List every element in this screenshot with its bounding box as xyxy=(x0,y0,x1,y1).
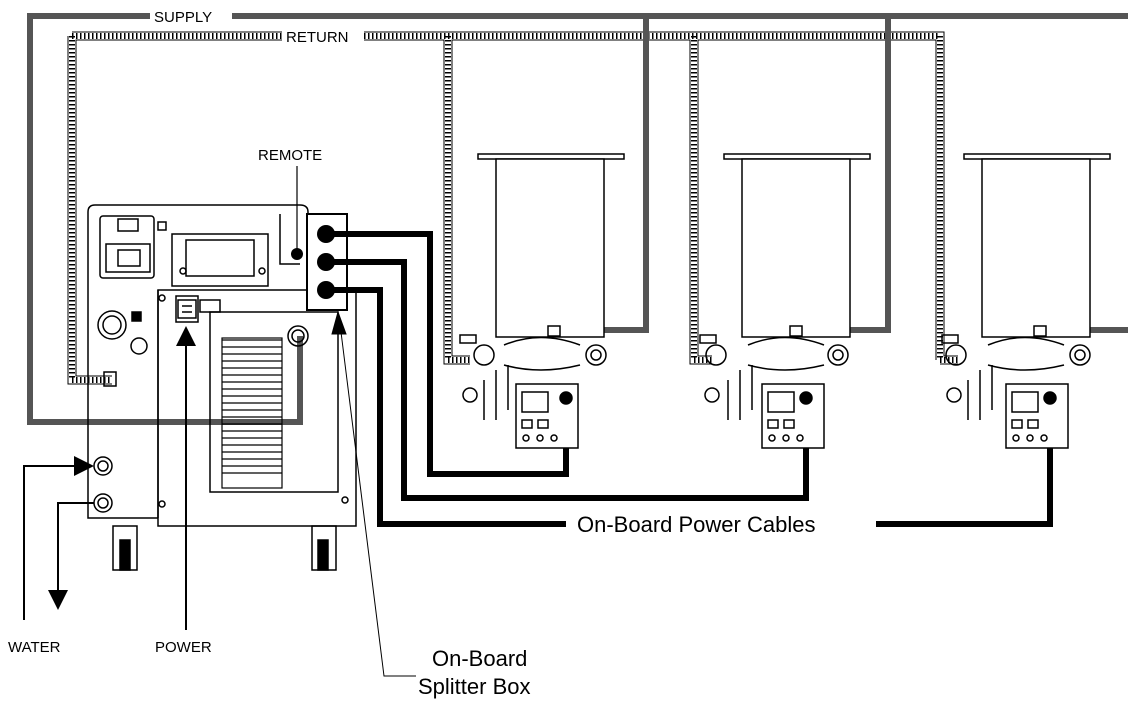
return-line xyxy=(67,31,958,385)
cryopump-3 xyxy=(941,153,1111,449)
splitter-label-line2: Splitter Box xyxy=(418,674,531,699)
power-cables-label: On-Board Power Cables xyxy=(577,512,815,537)
splitter-callout xyxy=(331,310,416,677)
water-label: WATER xyxy=(8,639,61,656)
remote-label: REMOTE xyxy=(258,147,322,164)
return-label: RETURN xyxy=(286,29,349,46)
power-label: POWER xyxy=(155,639,212,656)
cryopump-1 xyxy=(459,153,625,449)
splitter-label-line1: On-Board xyxy=(432,646,527,671)
supply-label: SUPPLY xyxy=(154,9,212,26)
water-lines xyxy=(23,456,94,620)
cryopump-2 xyxy=(699,153,871,449)
compressor-unit xyxy=(87,204,357,571)
